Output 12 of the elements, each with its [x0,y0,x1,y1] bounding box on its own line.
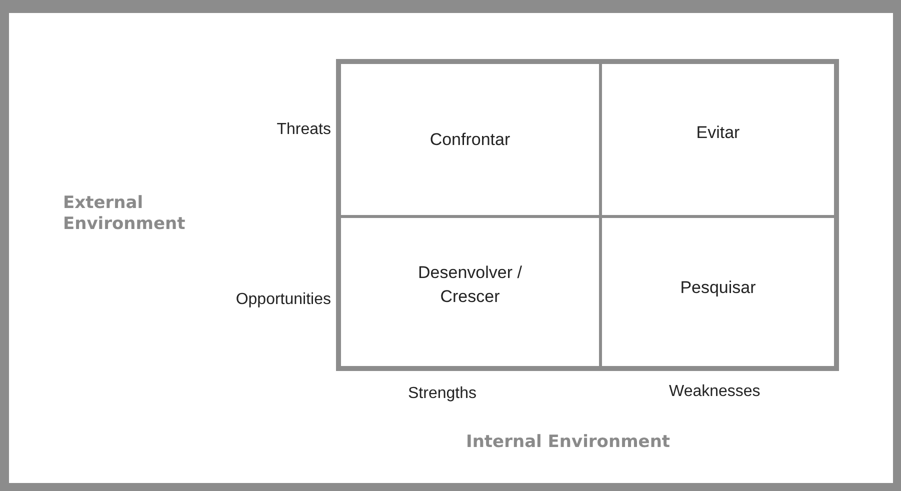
axis-label: Threats [276,120,331,140]
axis-label: Weaknesses [669,382,760,402]
quadrant-text: Evitar [695,122,741,144]
axis-label: Opportunities [236,290,331,310]
axis-label: Internal Environment [466,431,670,454]
quadrant-text: Pesquisar [679,277,757,300]
axis-label: Strengths [408,384,476,404]
quadrant-text: Confrontar [428,128,512,151]
quadrant-text: Desenvolver / Crescer [417,262,523,308]
quadrant-cell [341,64,602,218]
matrix-grid [336,59,839,371]
axis-label: External Environment [63,193,186,236]
